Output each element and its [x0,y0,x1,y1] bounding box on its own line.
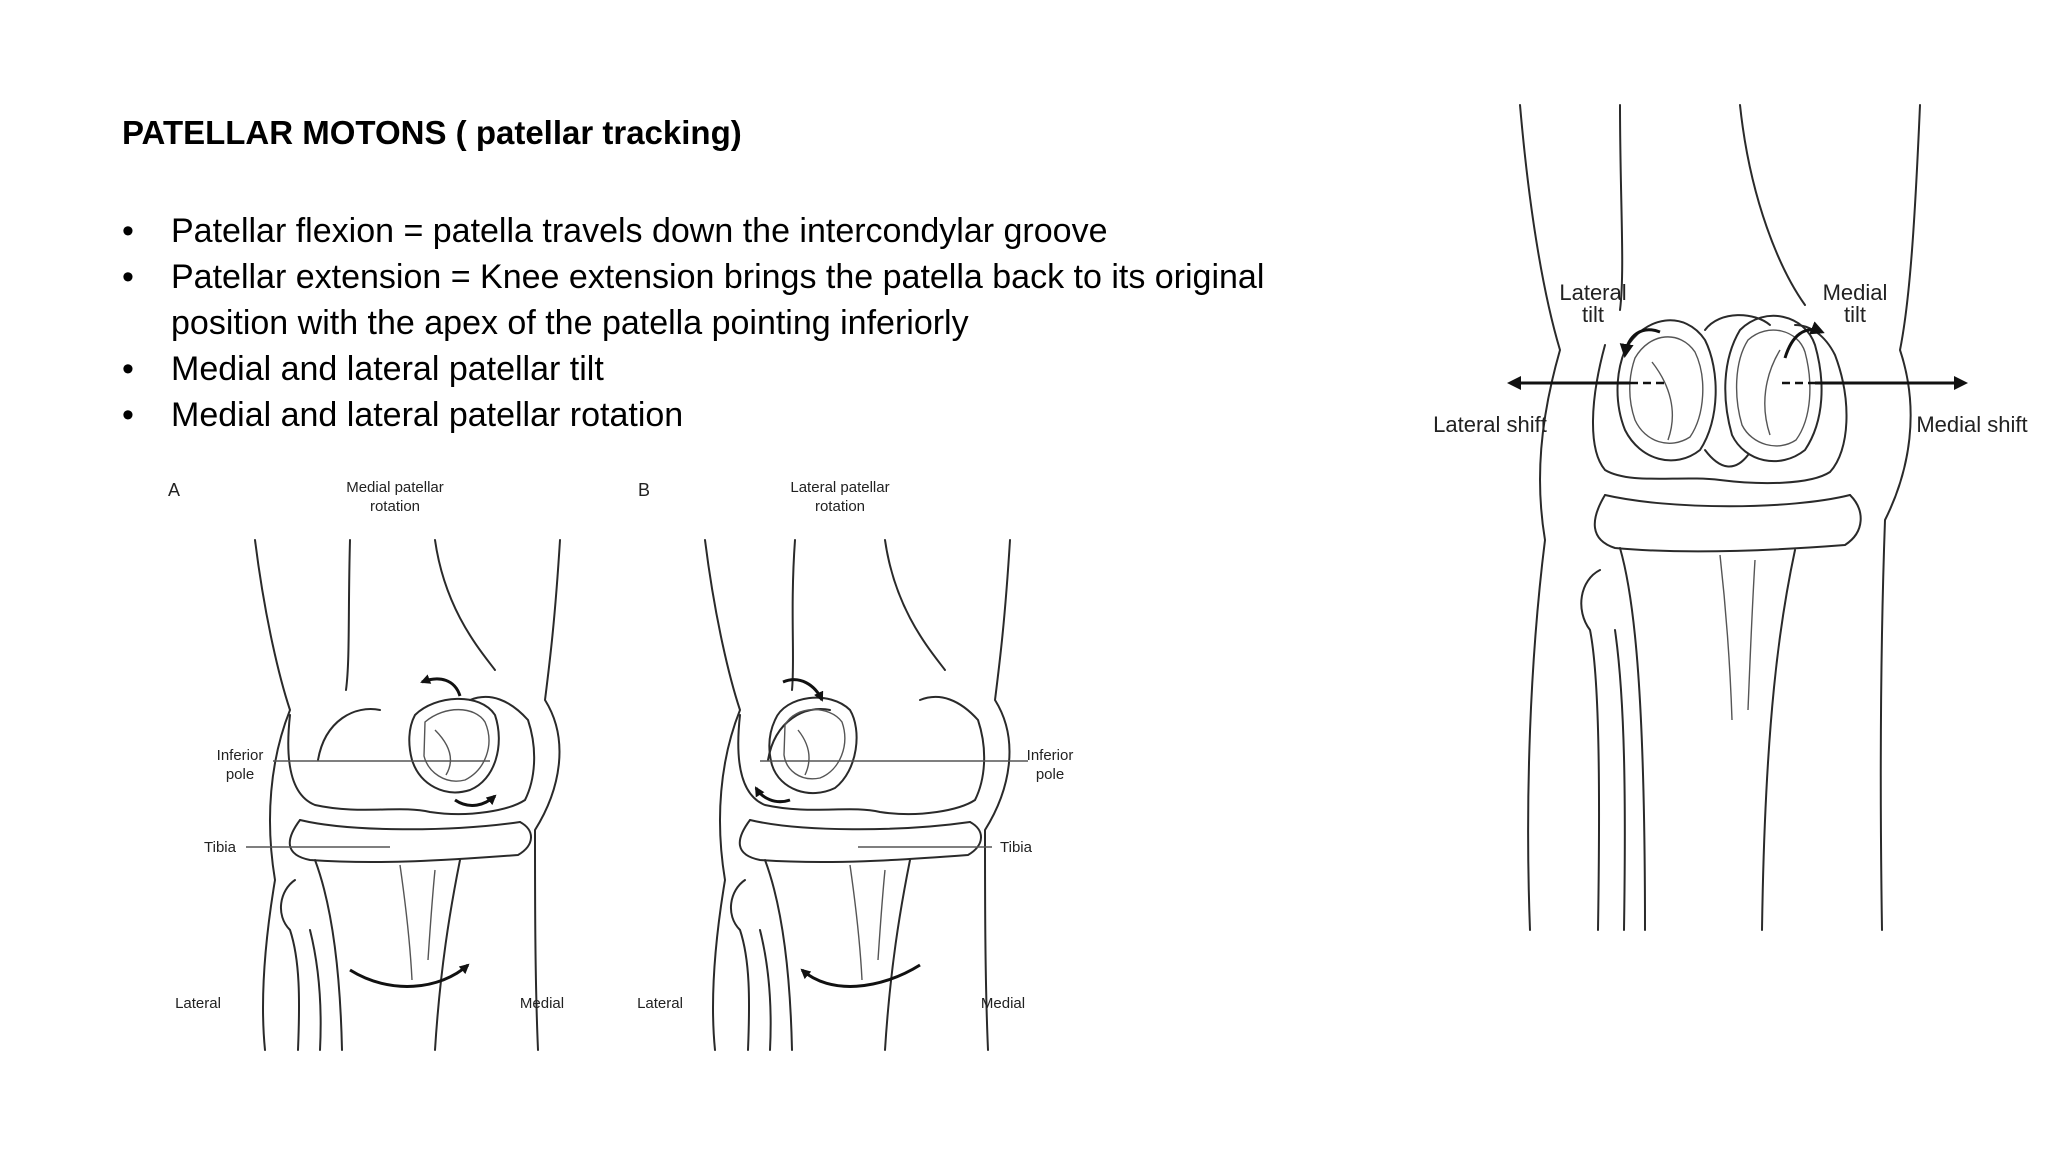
bullet-item: • Patellar extension = Knee extension bri… [122,254,1372,300]
patellar-rotation-figure: A Medial patellar rotation [168,479,1074,1051]
panel-b-lateral-label: Lateral [637,995,683,1012]
panel-a-letter: A [168,480,180,500]
panel-b-inferior-pole-line1: Inferior [1027,747,1074,764]
bullet-item: • Medial and lateral patellar tilt [122,346,1372,392]
bullet-text: Patellar extension = Knee extension brin… [171,258,1265,296]
bullet-item: • Medial and lateral patellar rotation [122,392,1372,438]
panel-a-inferior-pole-line2: pole [226,766,254,783]
panel-b-caption-line2: rotation [815,498,865,515]
knee-drawing-tilt [1507,104,1968,931]
panel-a-medial-label: Medial [520,995,564,1012]
bullet-marker: • [122,350,134,388]
patellar-tilt-shift-figure: Lateral tilt Medial tilt Lateral shift M… [1433,104,2028,931]
bullet-text: Medial and lateral patellar rotation [171,396,684,434]
panel-a-caption-line1: Medial patellar [346,479,444,496]
medial-tilt-line1: Medial [1823,280,1888,305]
bullet-text: position with the apex of the patella po… [171,304,969,342]
bullet-continuation: position with the apex of the patella po… [122,300,1372,346]
panel-a: A Medial patellar rotation [168,479,564,1051]
panel-b-medial-label: Medial [981,995,1025,1012]
medial-tilt-line2: tilt [1844,302,1866,327]
panel-a-inferior-pole-line1: Inferior [217,747,264,764]
knee-drawing-a [246,539,561,1051]
lateral-tilt-line1: Lateral [1559,280,1626,305]
lateral-shift-label: Lateral shift [1433,412,1547,437]
bullet-list: • Patellar flexion = patella travels down… [122,208,1372,438]
panel-b-caption-line1: Lateral patellar [790,479,889,496]
panel-b-letter: B [638,480,650,500]
panel-b-inferior-pole-line2: pole [1036,766,1064,783]
bullet-marker: • [122,212,134,250]
bullet-item: • Patellar flexion = patella travels down… [122,208,1372,254]
bullet-marker: • [122,258,134,296]
panel-a-caption-line2: rotation [370,498,420,515]
panel-b-tibia-label: Tibia [1000,839,1033,856]
medial-shift-label: Medial shift [1916,412,2027,437]
panel-b: B Lateral patellar rotation [637,479,1074,1051]
lateral-tilt-line2: tilt [1582,302,1604,327]
bullet-text: Patellar flexion = patella travels down … [171,212,1108,250]
bullet-marker: • [122,396,134,434]
panel-a-tibia-label: Tibia [204,839,237,856]
panel-a-lateral-label: Lateral [175,995,221,1012]
knee-drawing-b [704,539,1028,1051]
bullet-text: Medial and lateral patellar tilt [171,350,604,388]
slide-title: PATELLAR MOTONS ( patellar tracking) [122,114,742,151]
